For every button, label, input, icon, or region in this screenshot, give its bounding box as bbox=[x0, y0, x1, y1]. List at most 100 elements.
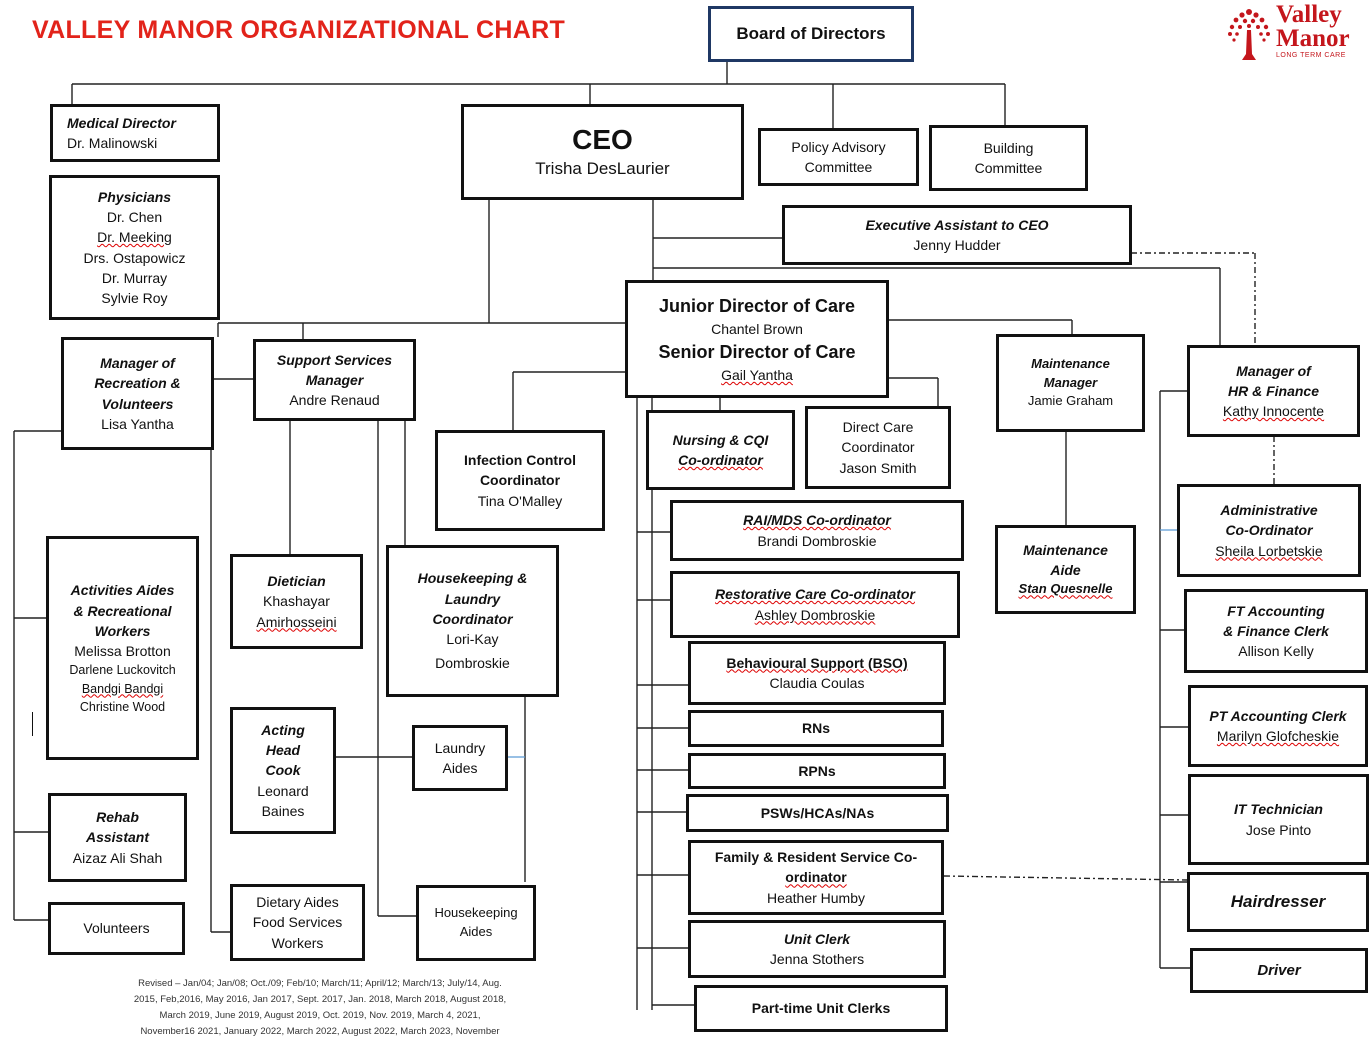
it-title: IT Technician bbox=[1234, 801, 1323, 818]
dietician-title: Dietician bbox=[267, 573, 326, 590]
nursing-cqi-box: Nursing & CQI Co-ordinator bbox=[646, 410, 795, 490]
maint-manager-line1: Maintenance bbox=[1031, 355, 1110, 371]
restorative-care-box: Restorative Care Co-ordinator Ashley Dom… bbox=[670, 571, 960, 638]
revision-line: 2015, Feb,2016, May 2016, Jan 2017, Sept… bbox=[133, 994, 507, 1005]
volunteers-title: Volunteers bbox=[83, 920, 150, 937]
junior-director-title: Junior Director of Care bbox=[658, 295, 856, 316]
direct-care-line1: Direct Care bbox=[842, 419, 914, 436]
directors-of-care-box: Junior Director of Care Chantel Brown Se… bbox=[625, 280, 889, 398]
board-of-directors-box: Board of Directors bbox=[708, 6, 914, 62]
activities-line1: Activities Aides bbox=[70, 582, 175, 599]
psws-title: PSWs/HCAs/NAs bbox=[760, 804, 875, 821]
activities-name: Darlene Luckovitch bbox=[69, 663, 176, 678]
activities-name: Bandgi Bandgi bbox=[81, 681, 164, 696]
ceo-name: Trisha DesLaurier bbox=[535, 158, 670, 178]
housekeeping-line1: Housekeeping & bbox=[417, 570, 528, 587]
recreation-manager-name: Lisa Yantha bbox=[101, 415, 174, 432]
physicians-box: Physicians Dr. Chen Dr. Meeking Drs. Ost… bbox=[49, 175, 220, 320]
rehab-line2: Assistant bbox=[85, 829, 150, 846]
rpns-title: RPNs bbox=[798, 762, 836, 779]
maint-manager-name: Jamie Graham bbox=[1027, 393, 1114, 409]
unit-clerk-box: Unit Clerk Jenna Stothers bbox=[688, 920, 946, 978]
acting-head-cook-box: Acting Head Cook Leonard Baines bbox=[230, 707, 336, 834]
housekeeping-name2: Dombroskie bbox=[435, 655, 510, 672]
executive-assistant-box: Executive Assistant to CEO Jenny Hudder bbox=[782, 205, 1132, 265]
activities-aides-box: Activities Aides & Recreational Workers … bbox=[46, 536, 199, 760]
dietary-line1: Dietary Aides bbox=[256, 894, 339, 911]
maint-aide-line1: Maintenance bbox=[1023, 541, 1108, 558]
infection-name: Tina O'Malley bbox=[477, 492, 563, 509]
pt-accounting-title: PT Accounting Clerk bbox=[1209, 707, 1347, 724]
physician-name: Sylvie Roy bbox=[101, 290, 168, 307]
bso-name: Claudia Coulas bbox=[769, 675, 865, 691]
maintenance-manager-box: Maintenance Manager Jamie Graham bbox=[996, 334, 1145, 432]
logo-line2: Manor bbox=[1276, 25, 1350, 52]
activities-name: Melissa Brotton bbox=[74, 643, 171, 660]
cook-line2: Head bbox=[265, 742, 301, 759]
ft-accounting-box: FT Accounting & Finance Clerk Allison Ke… bbox=[1184, 589, 1368, 673]
rai-title: RAI/MDS Co-ordinator bbox=[743, 512, 891, 529]
rehab-assistant-box: Rehab Assistant Aizaz Ali Shah bbox=[48, 793, 187, 882]
dietician-name1: Khashayar bbox=[263, 593, 330, 610]
dietary-aides-box: Dietary Aides Food Services Workers bbox=[230, 884, 365, 961]
physician-name: Drs. Ostapowicz bbox=[83, 249, 186, 266]
cook-line3: Cook bbox=[265, 762, 301, 779]
administrative-coordinator-box: Administrative Co-Ordinator Sheila Lorbe… bbox=[1177, 484, 1361, 577]
board-title: Board of Directors bbox=[736, 23, 886, 43]
direct-care-line2: Coordinator bbox=[841, 439, 915, 456]
divider-mark bbox=[32, 712, 33, 736]
pt-unit-clerks-title: Part-time Unit Clerks bbox=[751, 1000, 891, 1017]
direct-care-box: Direct Care Coordinator Jason Smith bbox=[805, 406, 951, 489]
recreation-line1: Manager of bbox=[100, 354, 175, 371]
physician-name: Dr. Murray bbox=[101, 269, 168, 286]
logo: Valley Manor LONG TERM CARE bbox=[1220, 2, 1360, 64]
physician-name: Dr. Meeking bbox=[97, 229, 172, 246]
ceo-box: CEO Trisha DesLaurier bbox=[461, 104, 744, 200]
restorative-name: Ashley Dombroskie bbox=[754, 606, 876, 623]
revision-line: Revised – Jan/04; Jan/08; Oct./09; Feb/1… bbox=[138, 978, 502, 989]
cook-line1: Acting bbox=[261, 721, 305, 738]
psws-box: PSWs/HCAs/NAs bbox=[686, 794, 949, 832]
housekeeping-aides-box: Housekeeping Aides bbox=[416, 885, 536, 961]
policy-line2: Committee bbox=[804, 159, 873, 175]
ft-accounting-line1: FT Accounting bbox=[1227, 602, 1325, 619]
hairdresser-box: Hairdresser bbox=[1187, 872, 1369, 932]
driver-box: Driver bbox=[1190, 948, 1368, 993]
revision-line: November16 2021, January 2022, March 202… bbox=[140, 1026, 500, 1037]
rai-name: Brandi Dombroskie bbox=[757, 532, 877, 549]
admin-line2: Co-Ordinator bbox=[1225, 522, 1313, 539]
cook-name2: Baines bbox=[261, 802, 305, 819]
unit-clerk-title: Unit Clerk bbox=[783, 930, 851, 947]
support-line1: Support Services bbox=[276, 351, 393, 368]
it-name: Jose Pinto bbox=[1245, 821, 1312, 838]
nursing-line1: Nursing & CQI bbox=[672, 431, 769, 448]
policy-line1: Policy Advisory bbox=[791, 138, 886, 155]
senior-director-name: Gail Yantha bbox=[721, 367, 793, 384]
infection-control-box: Infection Control Coordinator Tina O'Mal… bbox=[435, 430, 605, 531]
housekeeping-name1: Lori-Kay bbox=[446, 631, 499, 648]
infection-line1: Infection Control bbox=[464, 452, 576, 469]
building-line1: Building bbox=[983, 139, 1034, 156]
support-line2: Manager bbox=[305, 371, 364, 388]
admin-line1: Administrative bbox=[1220, 502, 1318, 519]
recreation-manager-box: Manager of Recreation & Volunteers Lisa … bbox=[61, 337, 214, 450]
activities-name: Christine Wood bbox=[79, 699, 166, 714]
hr-manager-name: Kathy Innocente bbox=[1222, 403, 1325, 420]
family-name: Heather Humby bbox=[766, 889, 866, 906]
volunteers-box: Volunteers bbox=[48, 902, 185, 955]
laundry-aides-box: Laundry Aides bbox=[412, 725, 508, 791]
medical-director-box: Medical Director Dr. Malinowski bbox=[50, 104, 220, 162]
pt-accounting-box: PT Accounting Clerk Marilyn Glofcheskie bbox=[1188, 685, 1368, 767]
activities-line2: & Recreational bbox=[73, 602, 172, 619]
hr-line2: HR & Finance bbox=[1227, 382, 1319, 399]
driver-title: Driver bbox=[1257, 961, 1301, 979]
page-title: VALLEY MANOR ORGANIZATIONAL CHART bbox=[32, 16, 566, 44]
tree-icon bbox=[1228, 9, 1270, 60]
policy-advisory-committee-box: Policy Advisory Committee bbox=[758, 128, 919, 186]
rns-title: RNs bbox=[801, 720, 830, 737]
revision-line: March 2019, June 2019, August 2019, Oct.… bbox=[159, 1010, 481, 1021]
dietary-line3: Workers bbox=[271, 934, 324, 951]
maint-aide-name: Stan Quesnelle bbox=[1018, 581, 1113, 597]
housekeeping-line2: Laundry bbox=[444, 590, 501, 607]
rehab-name: Aizaz Ali Shah bbox=[72, 849, 163, 866]
